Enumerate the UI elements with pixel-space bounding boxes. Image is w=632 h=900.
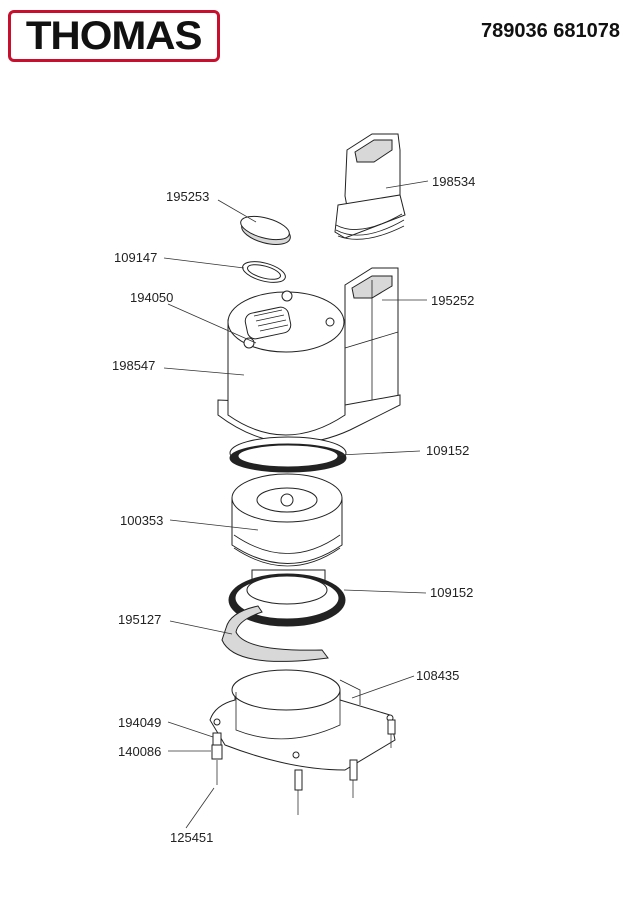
label-195252: 195252: [431, 293, 474, 308]
label-198534: 198534: [432, 174, 475, 189]
part-109152-top-seal: [229, 436, 347, 473]
part-198534-connector: [334, 133, 406, 240]
label-109152-bottom: 109152: [430, 585, 473, 600]
label-109147: 109147: [114, 250, 157, 265]
logo-text: THOMAS: [26, 14, 203, 58]
thomas-logo: THOMAS: [8, 10, 220, 62]
label-108435: 108435: [416, 668, 459, 683]
part-195252-connector: [344, 267, 399, 419]
document-number: 789036 681078: [480, 20, 620, 42]
label-100353: 100353: [120, 513, 163, 528]
label-125451: 125451: [170, 830, 213, 845]
part-195253-pad: [240, 215, 291, 245]
label-194050: 194050: [130, 290, 173, 305]
part-109147-gasket: [242, 261, 286, 283]
part-screws: [211, 719, 396, 815]
part-100353-motor: [231, 473, 343, 567]
label-198547: 198547: [112, 358, 155, 373]
label-109152-top: 109152: [426, 443, 469, 458]
label-195253: 195253: [166, 189, 209, 204]
label-140086: 140086: [118, 744, 161, 759]
part-195127-strip: [221, 605, 329, 662]
leader-lines: [163, 180, 429, 829]
label-194049: 194049: [118, 715, 161, 730]
part-108435-base: [209, 669, 396, 771]
label-195127: 195127: [118, 612, 161, 627]
part-number-labels: 198534 195253 109147 194050 195252 19854…: [112, 174, 475, 845]
